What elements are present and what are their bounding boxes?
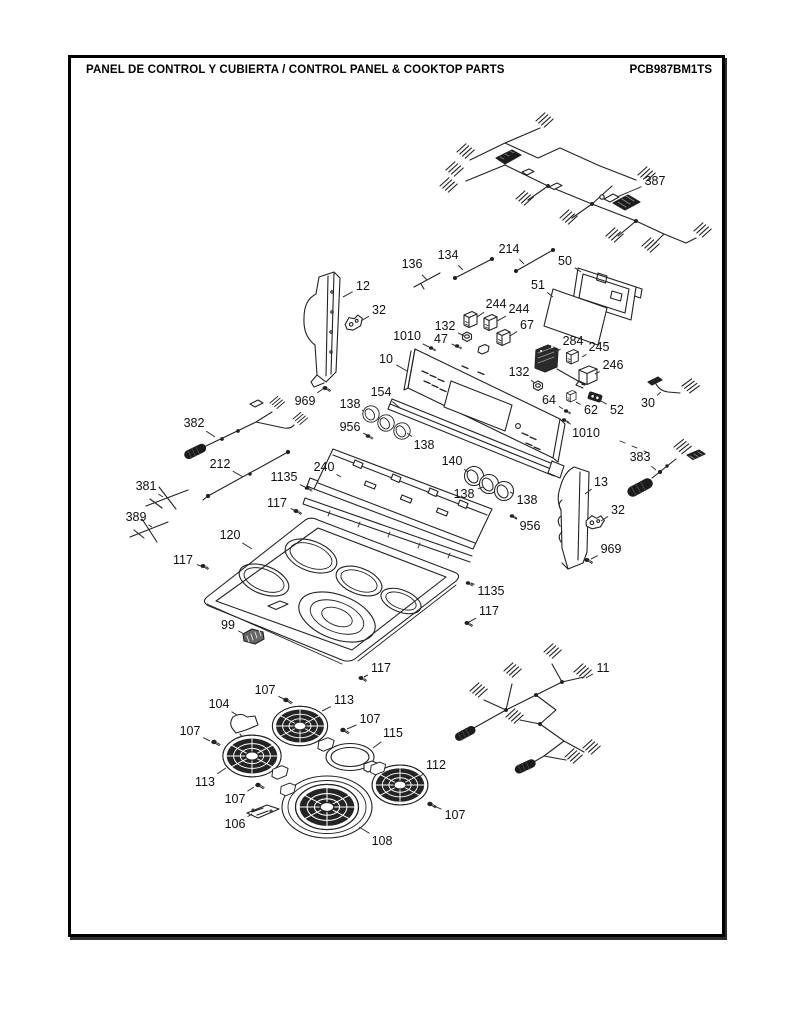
callout-240: 240 [313,459,335,474]
callout-32: 32 [611,502,625,517]
callout-140: 140 [441,453,463,468]
callout-62: 62 [584,402,598,417]
part-number: PCB987BM1TS [629,64,712,76]
callout-104: 104 [208,696,230,711]
callout-47: 47 [434,331,448,346]
callout-383: 383 [629,449,651,464]
callout-1135: 1135 [477,583,505,598]
callout-387: 387 [644,173,666,188]
callout-11: 11 [596,660,610,675]
callout-956: 956 [519,518,541,533]
callout-956: 956 [339,419,361,434]
callout-120: 120 [219,527,241,542]
callout-117: 117 [173,552,193,567]
callout-245: 245 [588,339,610,354]
callout-50: 50 [558,253,572,268]
callout-244: 244 [508,301,530,316]
callout-1135: 1135 [270,469,298,484]
diagram-title: PANEL DE CONTROL Y CUBIERTA / CONTROL PA… [86,64,505,76]
callout-107: 107 [224,791,246,806]
callout-67: 67 [520,317,534,332]
callout-113: 113 [195,774,215,789]
callout-969: 969 [294,393,316,408]
callout-107: 107 [179,723,201,738]
callout-1010: 1010 [393,328,421,343]
callout-30: 30 [641,395,655,410]
callout-138: 138 [453,486,475,501]
callout-115: 115 [383,725,403,740]
callout-132: 132 [434,318,456,333]
callout-969: 969 [600,541,622,556]
callout-107: 107 [444,807,466,822]
callout-138: 138 [413,437,435,452]
callout-52: 52 [610,402,624,417]
callout-113: 113 [334,692,354,707]
callout-64: 64 [542,392,556,407]
callout-382: 382 [183,415,205,430]
callout-117: 117 [371,660,391,675]
callout-32: 32 [372,302,386,317]
callout-99: 99 [221,617,235,632]
callout-138: 138 [516,492,538,507]
callout-106: 106 [224,816,246,831]
callout-212: 212 [209,456,231,471]
callout-284: 284 [562,333,584,348]
callout-244: 244 [485,296,507,311]
callout-154: 154 [370,384,392,399]
callout-12: 12 [356,278,370,293]
callout-112: 112 [426,757,446,772]
callout-108: 108 [371,833,393,848]
callout-134: 134 [437,247,459,262]
callout-10: 10 [379,351,393,366]
callout-389: 389 [125,509,147,524]
callout-214: 214 [498,241,520,256]
callout-381: 381 [135,478,157,493]
callout-51: 51 [531,277,545,292]
callout-117: 117 [479,603,499,618]
callout-1010: 1010 [572,425,600,440]
callout-107: 107 [254,682,276,697]
callout-107: 107 [359,711,381,726]
callout-13: 13 [594,474,608,489]
callout-136: 136 [401,256,423,271]
callout-138: 138 [339,396,361,411]
callout-246: 246 [602,357,624,372]
callout-132: 132 [508,364,530,379]
diagram-frame [68,55,725,937]
callout-117: 117 [267,495,287,510]
